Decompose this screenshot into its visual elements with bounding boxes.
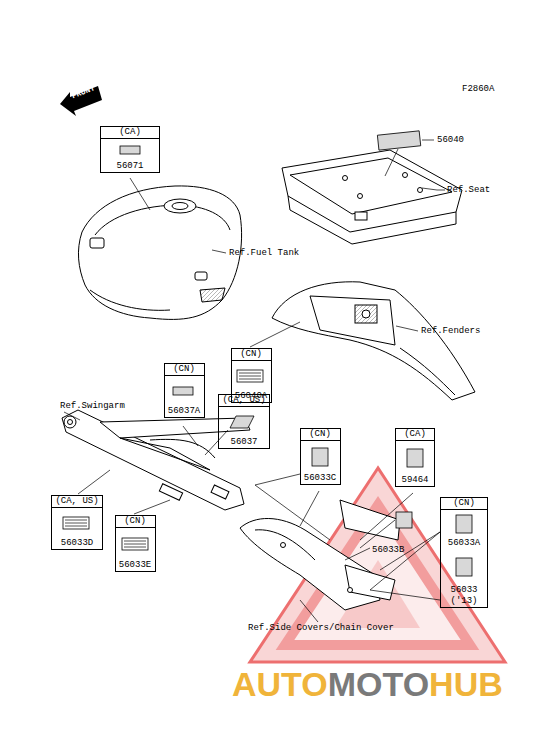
region-code: (CA): [396, 429, 434, 441]
part-number: 56037: [219, 437, 269, 448]
watermark: AUTOMOTOHUB: [232, 664, 503, 704]
callout-box: (CN) 56033A 56033('13): [440, 497, 488, 608]
reference-label: Ref.Fenders: [421, 326, 480, 337]
sticker-icon: [165, 376, 204, 406]
part-number: 56033: [441, 585, 487, 596]
part-number: 56033B: [372, 545, 404, 556]
part-number: 56071: [101, 161, 159, 172]
callout-box: (CN) 56037A: [164, 363, 205, 418]
leader-line: [64, 140, 445, 622]
callout-box: (CA, US) 56033D: [51, 495, 103, 550]
sticker-icon: [441, 549, 487, 585]
sticker-icon: [101, 139, 159, 161]
region-code: (CN): [232, 349, 271, 361]
sticker-icon: [52, 508, 102, 538]
part-number: 56037A: [165, 406, 204, 417]
part-number: ('13): [441, 596, 487, 607]
callout-box: (CA) 56071: [100, 126, 160, 173]
sticker-area: [301, 441, 340, 473]
sticker-icon: [232, 361, 271, 391]
part-number: 59464: [396, 475, 434, 486]
part-number: 56033D: [52, 538, 102, 549]
region-code: (CN): [441, 498, 487, 510]
callout-box: (CN) 56033C: [300, 428, 341, 485]
sticker-area: [116, 528, 155, 560]
region-code: (CN): [165, 364, 204, 376]
sticker: [377, 131, 420, 528]
region-code: (CA): [101, 127, 159, 139]
reference-label: Ref.Fuel Tank: [229, 248, 299, 259]
watermark-text: AUTO: [232, 664, 328, 704]
sticker-area: [441, 510, 487, 538]
reference-label: Ref.Side Covers/Chain Cover: [248, 623, 394, 634]
sticker-area: [101, 139, 159, 161]
reference-label: Ref.Seat: [447, 185, 490, 196]
watermark-text: HUB: [429, 664, 503, 704]
callout-box: (CA) 59464: [395, 428, 435, 487]
rear-fender: [272, 282, 475, 400]
part-number: 56033E: [116, 560, 155, 571]
sticker-icon: [116, 528, 155, 560]
region-code: (CN): [116, 516, 155, 528]
seat-pan: [282, 150, 462, 244]
sticker-area: [396, 441, 434, 475]
sticker-icon: [219, 407, 269, 437]
part-number: 56033C: [301, 473, 340, 484]
sticker-area: [441, 549, 487, 585]
callout-box: (CN) 56033E: [115, 515, 156, 572]
sticker-icon: [301, 441, 340, 473]
region-code: (CA, US): [219, 395, 269, 407]
region-code: (CN): [301, 429, 340, 441]
part-number: 56033A: [441, 538, 487, 549]
reference-label: Ref.Swingarm: [60, 401, 125, 412]
watermark-text: MOTO: [328, 664, 429, 704]
part-number: 56040: [437, 135, 464, 146]
sticker-area: [165, 376, 204, 406]
fuel-tank: [78, 186, 241, 319]
sticker-icon: [396, 441, 434, 475]
figure-code: F2860A: [462, 84, 494, 95]
sticker-area: [52, 508, 102, 538]
sticker-area: [232, 361, 271, 391]
sticker-icon: [441, 510, 487, 538]
sticker-area: [219, 407, 269, 437]
region-code: (CA, US): [52, 496, 102, 508]
callout-box: (CA, US) 56037: [218, 394, 270, 449]
